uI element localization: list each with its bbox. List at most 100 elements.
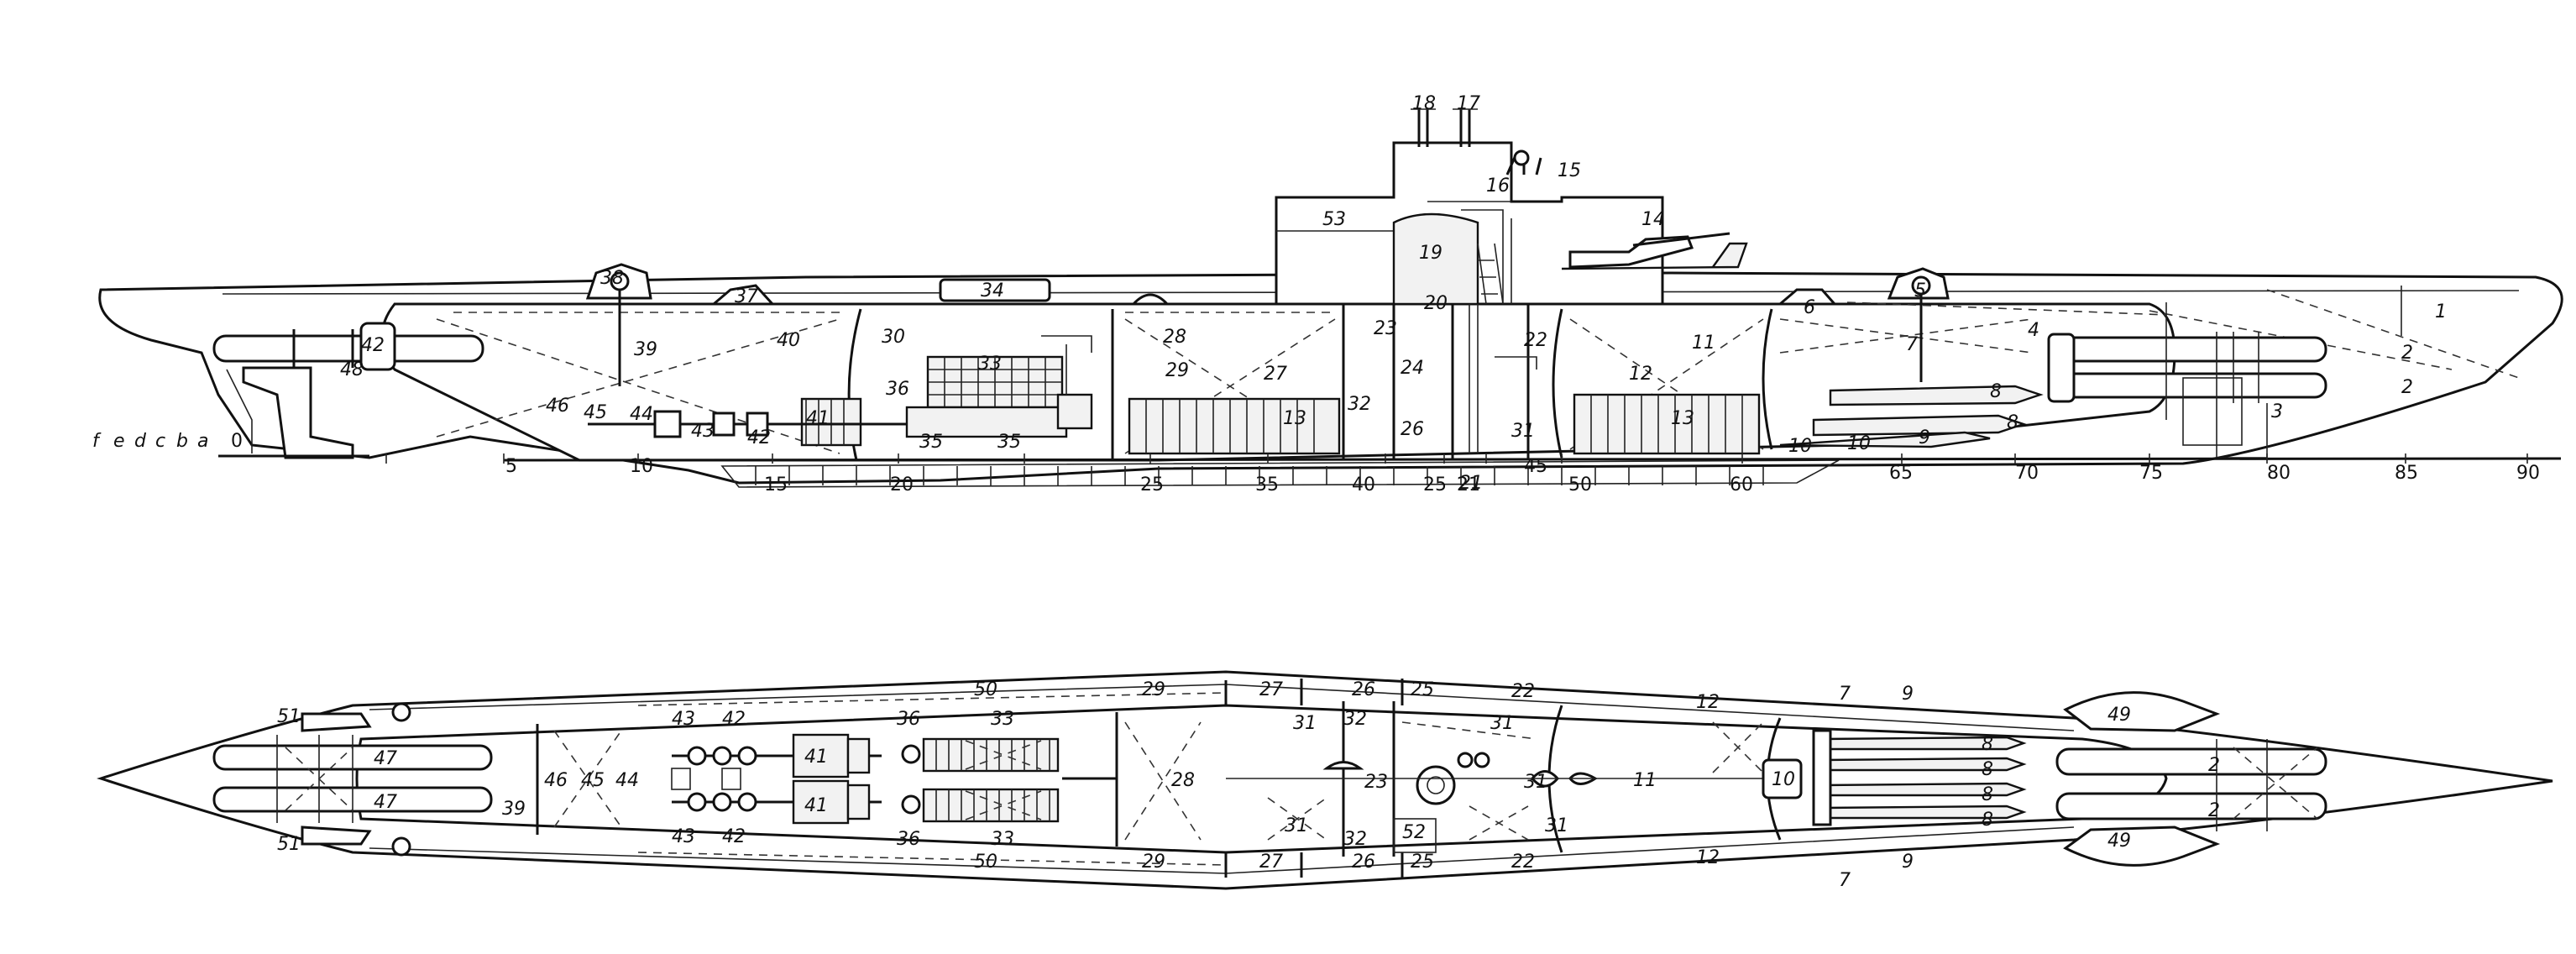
plan-label: 33 xyxy=(991,709,1014,730)
scale-tick: 10 xyxy=(630,456,653,477)
side-labels: 1 2 2 3 4 5 6 7 8 8 9 10 10 11 12 13 13 … xyxy=(340,93,2447,494)
plan-label: 29 xyxy=(1142,852,1165,873)
plan-label: 8 xyxy=(1982,810,1993,831)
plan-label: 49 xyxy=(2107,831,2131,852)
plan-label: 47 xyxy=(374,792,397,813)
scale-tick: 15 xyxy=(764,474,788,495)
plan-label: 31 xyxy=(1285,815,1308,836)
plan-crosses xyxy=(553,721,1764,841)
side-label: 31 xyxy=(1511,421,1535,442)
aft-scale-tick: a xyxy=(197,431,208,452)
side-label: 1 xyxy=(2435,301,2447,322)
side-label: 10 xyxy=(1847,433,1871,454)
plan-label: 41 xyxy=(804,747,828,768)
side-label: 8 xyxy=(1990,381,2002,402)
aft-scale-tick: d xyxy=(134,431,147,452)
hatches xyxy=(585,263,1950,386)
bottom-scale-tick: 25 xyxy=(1423,474,1447,495)
scale-tick: 50 xyxy=(1568,474,1592,495)
deck-gun xyxy=(1561,232,1748,270)
side-label: 53 xyxy=(1322,209,1346,230)
plan-label: 9 xyxy=(1902,684,1914,705)
plan-label: 31 xyxy=(1490,713,1514,734)
plan-label: 8 xyxy=(1982,759,1993,780)
side-label: 48 xyxy=(340,359,364,380)
side-scale-ticks xyxy=(385,453,2528,464)
plan-label: 2 xyxy=(2208,800,2220,821)
side-label: 13 xyxy=(1283,408,1306,429)
plan-label: 22 xyxy=(1511,852,1535,873)
scale-tick: 70 xyxy=(2015,463,2039,484)
bow-torpedo-tubes xyxy=(2047,332,2327,403)
plan-labels: 2 2 7 7 8 8 8 8 9 9 10 11 12 12 22 22 23… xyxy=(277,679,2220,891)
plan-label: 8 xyxy=(1982,734,1993,755)
side-label: 40 xyxy=(777,330,800,351)
plan-label: 44 xyxy=(615,770,639,791)
side-label: 21 xyxy=(1459,473,1483,494)
plan-label: 52 xyxy=(1402,822,1426,843)
aft-scale: f e d c b a 0 xyxy=(92,431,208,452)
aft-scale-tick: b xyxy=(176,431,188,452)
plan-label: 45 xyxy=(581,770,605,791)
plan-label: 26 xyxy=(1352,852,1375,873)
plan-label: 2 xyxy=(2208,755,2220,776)
side-elevation xyxy=(98,108,2563,488)
side-label: 42 xyxy=(361,335,385,356)
side-label: 36 xyxy=(886,379,909,400)
side-label: 29 xyxy=(1165,360,1189,381)
side-label: 3 xyxy=(2271,401,2283,422)
plan-label: 41 xyxy=(804,795,828,816)
scale-tick: 40 xyxy=(1352,474,1375,495)
side-label: 43 xyxy=(691,421,715,442)
side-label: 45 xyxy=(584,402,607,423)
scale-tick: 35 xyxy=(1255,474,1279,495)
plan-label: 8 xyxy=(1982,784,1993,805)
plan-label: 31 xyxy=(1293,713,1317,734)
plan-label: 31 xyxy=(1524,772,1547,793)
side-label: 15 xyxy=(1558,160,1581,181)
plan-motors xyxy=(671,733,871,825)
aft-scale-tick: f xyxy=(92,431,102,452)
plan-label: 12 xyxy=(1696,692,1720,713)
plan-label: 26 xyxy=(1352,679,1375,700)
plan-label: 10 xyxy=(1772,769,1795,790)
scale-tick: 45 xyxy=(1524,456,1547,477)
internal-structure xyxy=(436,289,2520,454)
plan-label: 32 xyxy=(1343,829,1367,850)
scale-tick: 75 xyxy=(2139,463,2163,484)
side-label: 4 xyxy=(2028,320,2039,341)
side-label: 38 xyxy=(600,268,624,289)
side-label: 9 xyxy=(1919,427,1930,448)
side-label: 20 xyxy=(1424,293,1448,314)
side-scale: 0 5 10 15 20 25 30 35 40 45 50 55 60 65 … xyxy=(231,431,2540,495)
scale-tick: 90 xyxy=(2516,463,2540,484)
side-label: 23 xyxy=(1374,318,1397,339)
side-label: 27 xyxy=(1264,364,1287,385)
aft-scale-tick: e xyxy=(113,431,125,452)
side-label: 34 xyxy=(981,280,1004,301)
plan-label: 9 xyxy=(1902,852,1914,873)
side-label: 33 xyxy=(978,354,1002,375)
plan-label: 42 xyxy=(722,709,746,730)
scale-tick: 20 xyxy=(890,474,914,495)
plan-label: 51 xyxy=(277,706,301,727)
plan-label: 22 xyxy=(1511,681,1535,702)
side-label: 24 xyxy=(1401,358,1424,379)
plan-label: 27 xyxy=(1259,679,1283,700)
plan-label: 25 xyxy=(1411,852,1434,873)
side-label: 30 xyxy=(882,327,905,348)
side-label: 5 xyxy=(1914,280,1926,301)
plan-label: 11 xyxy=(1633,770,1657,791)
plan-label: 50 xyxy=(974,679,997,700)
plan-label: 31 xyxy=(1545,815,1568,836)
bottom-scale-tick: 21 xyxy=(1457,474,1480,495)
plan-label: 25 xyxy=(1411,679,1434,700)
plan-view xyxy=(97,670,2553,890)
side-label: 42 xyxy=(747,427,771,448)
side-label: 10 xyxy=(1788,436,1812,457)
plan-label: 28 xyxy=(1171,770,1195,791)
plan-bow-torpedoes xyxy=(1812,729,2027,826)
plan-label: 39 xyxy=(502,799,526,820)
plan-label: 43 xyxy=(672,709,695,730)
